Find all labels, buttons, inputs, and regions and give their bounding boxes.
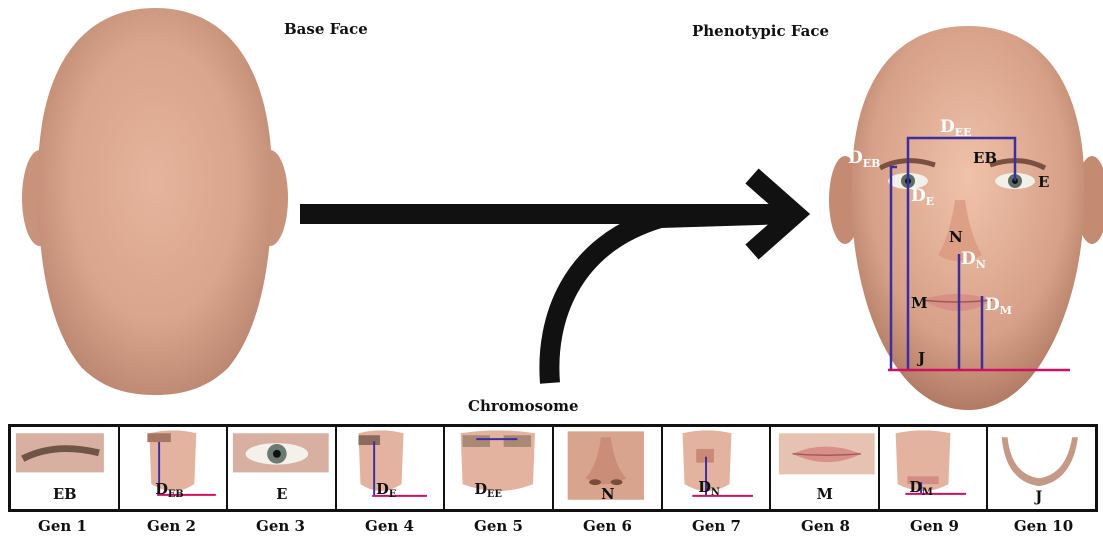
gene-9-thumb: DM	[880, 427, 987, 509]
gen-label-9: Gen 9	[880, 517, 989, 535]
gen-label-3: Gen 3	[226, 517, 335, 535]
chromosome-strip: EB DEB E DE	[8, 424, 1098, 512]
gene-8-thumb: M	[771, 427, 878, 509]
gene-cell-8: M	[771, 427, 880, 509]
transform-arrow	[300, 176, 795, 383]
gene-cell-7: DN	[663, 427, 772, 509]
gene-3-thumb: E	[228, 427, 335, 509]
gen-label-1: Gen 1	[8, 517, 117, 535]
gene-1-label: EB	[53, 486, 77, 503]
gene-6-label: N	[601, 486, 614, 503]
gen-label-6: Gen 6	[553, 517, 662, 535]
gene-7-thumb: DN	[663, 427, 770, 509]
gene-cell-10: J	[988, 427, 1095, 509]
phenotypic-face-title: Phenotypic Face	[692, 22, 829, 40]
gene-3-label: E	[276, 486, 287, 503]
label-n: N	[949, 228, 963, 246]
gene-cell-1: EB	[11, 427, 120, 509]
gene-1-thumb: EB	[11, 427, 118, 509]
gene-cell-4: DE	[337, 427, 446, 509]
label-j: J	[916, 349, 925, 367]
gen-label-4: Gen 4	[335, 517, 444, 535]
chromosome-title: Chromosome	[468, 397, 579, 415]
label-e: E	[1038, 173, 1049, 191]
gene-cell-9: DM	[880, 427, 989, 509]
base-face-title: Base Face	[284, 20, 368, 38]
gen-label-8: Gen 8	[771, 517, 880, 535]
gene-cell-6: N	[554, 427, 663, 509]
gene-cell-3: E	[228, 427, 337, 509]
label-m: M	[911, 294, 928, 312]
gen-label-2: Gen 2	[117, 517, 226, 535]
base-face	[22, 8, 288, 395]
gene-4-thumb: DE	[337, 427, 444, 509]
gen-label-5: Gen 5	[444, 517, 553, 535]
gene-cell-2: DEB	[120, 427, 229, 509]
label-eb: EB	[973, 149, 997, 167]
gene-6-thumb: N	[554, 427, 661, 509]
base-face-head	[38, 8, 272, 395]
generation-labels: Gen 1 Gen 2 Gen 3 Gen 4 Gen 5 Gen 6 Gen …	[8, 517, 1098, 535]
gene-8-label: M	[817, 486, 833, 503]
gen-label-7: Gen 7	[662, 517, 771, 535]
gene-2-thumb: DEB	[120, 427, 227, 509]
gene-10-thumb: J	[988, 427, 1095, 509]
gene-cell-5: DEE	[445, 427, 554, 509]
gene-10-label: J	[1034, 489, 1043, 506]
phenotypic-face: DEE DEB EB E DE N DN M DM J	[829, 26, 1103, 410]
gene-5-thumb: DEE	[445, 427, 552, 509]
gen-label-10: Gen 10	[989, 517, 1098, 535]
